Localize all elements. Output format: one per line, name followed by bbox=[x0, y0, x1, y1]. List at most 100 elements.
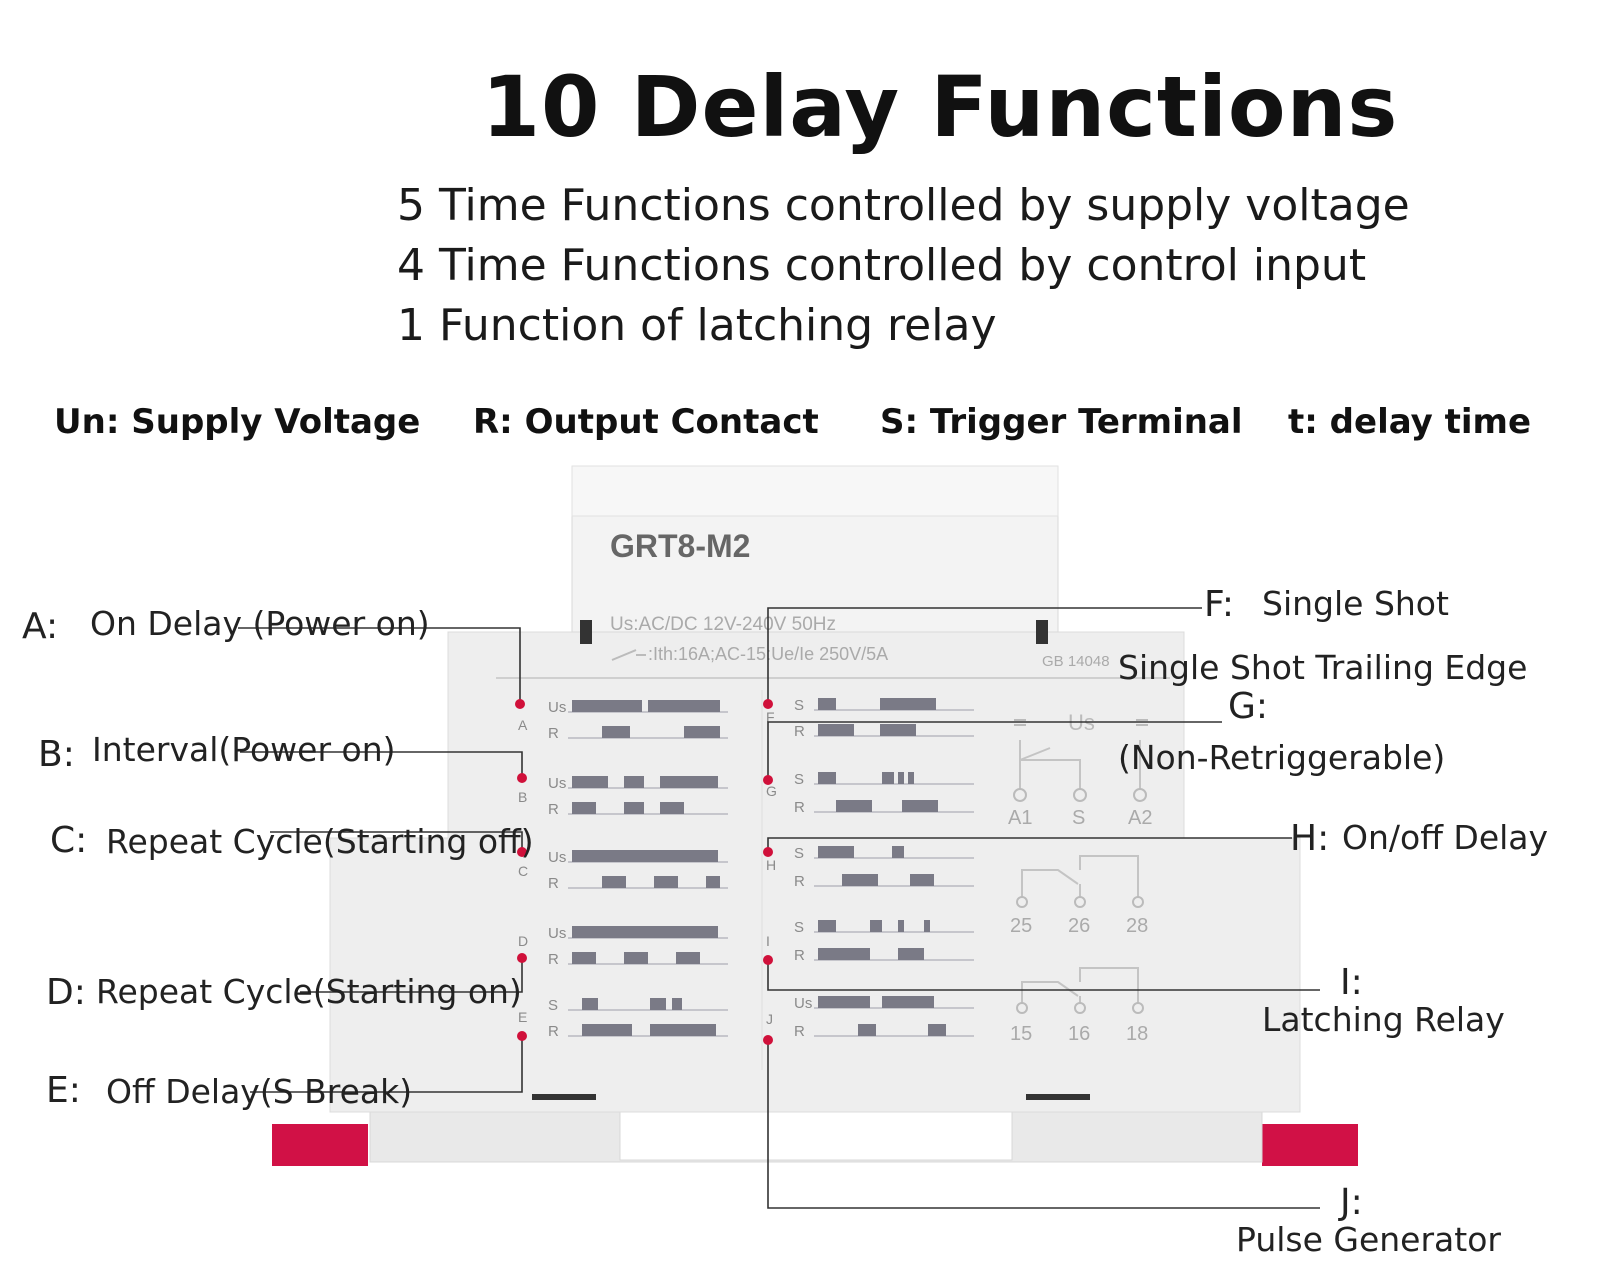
terminal-28-label: 28 bbox=[1126, 915, 1148, 937]
function-d-letter: D: bbox=[46, 972, 86, 1013]
wave-d-row2-label: R bbox=[548, 951, 559, 968]
function-c-letter: C: bbox=[50, 820, 88, 861]
wave-e-row1-pulse-0 bbox=[582, 998, 598, 1010]
legend-delay-time: t: delay time bbox=[1288, 402, 1532, 442]
wave-i-row2-pulse-2 bbox=[898, 948, 924, 960]
terminal-s-icon bbox=[1073, 788, 1087, 802]
terminal-26-label: 26 bbox=[1068, 915, 1090, 937]
schematic-lines bbox=[1019, 740, 1141, 790]
wave-h-row1-label: S bbox=[794, 845, 804, 862]
wave-b-row2-pulse-0 bbox=[572, 802, 596, 814]
wave-h-row2-pulse-0 bbox=[842, 874, 878, 886]
wave-h-row2-label: R bbox=[794, 873, 805, 890]
wave-a-row2-pulse-1 bbox=[684, 726, 720, 738]
wave-b-row1-pulse-2 bbox=[660, 776, 718, 788]
rating-voltage-label: Us:AC/DC 12V-240V 50Hz bbox=[610, 614, 836, 635]
wave-b-row1-label: Us bbox=[548, 775, 566, 792]
terminal-15-label: 15 bbox=[1010, 1023, 1032, 1045]
wave-g-letter: G bbox=[766, 783, 777, 799]
terminal-s-label: S bbox=[1072, 807, 1085, 829]
function-j-label: Pulse Generator bbox=[1236, 1220, 1501, 1259]
wave-a-row2-pulse-0 bbox=[602, 726, 630, 738]
wave-b-row1-pulse-0 bbox=[572, 776, 608, 788]
function-d-label: Repeat Cycle(Starting on) bbox=[96, 972, 522, 1011]
terminal-a1-icon bbox=[1013, 788, 1027, 802]
wave-d-row2-pulse-1 bbox=[624, 952, 648, 964]
slot-right bbox=[1036, 620, 1048, 644]
terminal-15-icon bbox=[1016, 1002, 1028, 1014]
terminal-25-label: 25 bbox=[1010, 915, 1032, 937]
wave-f-row2-pulse-1 bbox=[880, 724, 916, 736]
function-h-letter: H: bbox=[1290, 818, 1330, 859]
wave-j-row2-label: R bbox=[794, 1023, 805, 1040]
wave-h-letter: H bbox=[766, 857, 776, 873]
wave-e-row2-pulse-1 bbox=[650, 1024, 716, 1036]
wave-j-row1-pulse-1 bbox=[882, 996, 934, 1008]
wave-j-row1-label: Us bbox=[794, 995, 812, 1012]
terminal-16-icon bbox=[1074, 1002, 1086, 1014]
leader-line-j bbox=[767, 1040, 1320, 1209]
wave-f-row2-label: R bbox=[794, 723, 805, 740]
din-clip-right bbox=[1262, 1124, 1358, 1166]
marker-c bbox=[517, 847, 527, 857]
wave-i-row2-label: R bbox=[794, 947, 805, 964]
wave-d-row1-pulse-0 bbox=[572, 926, 718, 938]
wave-g-row1-pulse-3 bbox=[908, 772, 914, 784]
function-h-label: On/off Delay bbox=[1342, 818, 1549, 857]
wave-c-letter: C bbox=[518, 863, 528, 879]
legend-output-contact: R: Output Contact bbox=[473, 402, 819, 442]
wave-j-row1-pulse-0 bbox=[818, 996, 870, 1008]
standard-label: GB 14048 bbox=[1042, 653, 1110, 670]
terminal-16-label: 16 bbox=[1068, 1023, 1090, 1045]
wave-e-row1-label: S bbox=[548, 997, 558, 1014]
subtitle-supply-voltage: 5 Time Functions controlled by supply vo… bbox=[397, 180, 1410, 231]
wave-b-row2-label: R bbox=[548, 801, 559, 818]
marker-g bbox=[763, 775, 773, 785]
subtitle-latching-relay: 1 Function of latching relay bbox=[397, 300, 997, 351]
marker-a bbox=[515, 699, 525, 709]
marker-d bbox=[517, 953, 527, 963]
wave-f-row1-label: S bbox=[794, 697, 804, 714]
wave-i-row1-pulse-0 bbox=[818, 920, 836, 932]
wave-e-row2-pulse-0 bbox=[582, 1024, 632, 1036]
wave-c-row2-pulse-1 bbox=[654, 876, 678, 888]
wave-g-row2-label: R bbox=[794, 799, 805, 816]
dc-symbol-icon bbox=[1014, 719, 1148, 726]
legend-trigger-terminal: S: Trigger Terminal bbox=[880, 402, 1243, 442]
wave-f-letter: F bbox=[766, 709, 775, 725]
leader-line-c bbox=[270, 831, 523, 850]
marker-i bbox=[763, 955, 773, 965]
terminal-a2-label: A2 bbox=[1128, 807, 1152, 829]
function-a-label: On Delay (Power on) bbox=[90, 604, 430, 643]
function-g-label-bottom: (Non-Retriggerable) bbox=[1118, 738, 1446, 777]
function-e-letter: E: bbox=[46, 1070, 81, 1111]
model-label: GRT8-M2 bbox=[610, 528, 750, 564]
terminal-26-icon bbox=[1074, 896, 1086, 908]
contact-symbol-icon bbox=[611, 649, 646, 661]
wave-b-row1-pulse-1 bbox=[624, 776, 644, 788]
function-i-letter: I: bbox=[1340, 962, 1363, 1003]
din-clip-left bbox=[272, 1124, 368, 1166]
function-j-letter: J: bbox=[1340, 1182, 1363, 1223]
wave-c-row2-pulse-0 bbox=[602, 876, 626, 888]
wave-c-row2-pulse-2 bbox=[706, 876, 720, 888]
wave-i-row1-pulse-1 bbox=[870, 920, 882, 932]
wave-b-letter: B bbox=[518, 789, 527, 805]
wave-i-row2-pulse-0 bbox=[818, 948, 836, 960]
terminal-a1-label: A1 bbox=[1008, 807, 1032, 829]
wave-h-row1-pulse-0 bbox=[818, 846, 854, 858]
wave-b-row2-pulse-2 bbox=[660, 802, 684, 814]
terminal-18-icon bbox=[1132, 1002, 1144, 1014]
wave-h-row2-pulse-1 bbox=[910, 874, 934, 886]
device-body bbox=[329, 631, 1301, 1113]
terminal-25-icon bbox=[1016, 896, 1028, 908]
wave-e-letter: E bbox=[518, 1009, 527, 1025]
wave-b-row2-pulse-1 bbox=[624, 802, 644, 814]
wave-j-letter: J bbox=[766, 1011, 773, 1027]
contact-schematic-mid bbox=[1021, 855, 1139, 898]
wave-e-row1-pulse-2 bbox=[672, 998, 682, 1010]
callout-lines bbox=[238, 607, 1320, 1209]
function-b-label: Interval(Power on) bbox=[92, 730, 396, 769]
